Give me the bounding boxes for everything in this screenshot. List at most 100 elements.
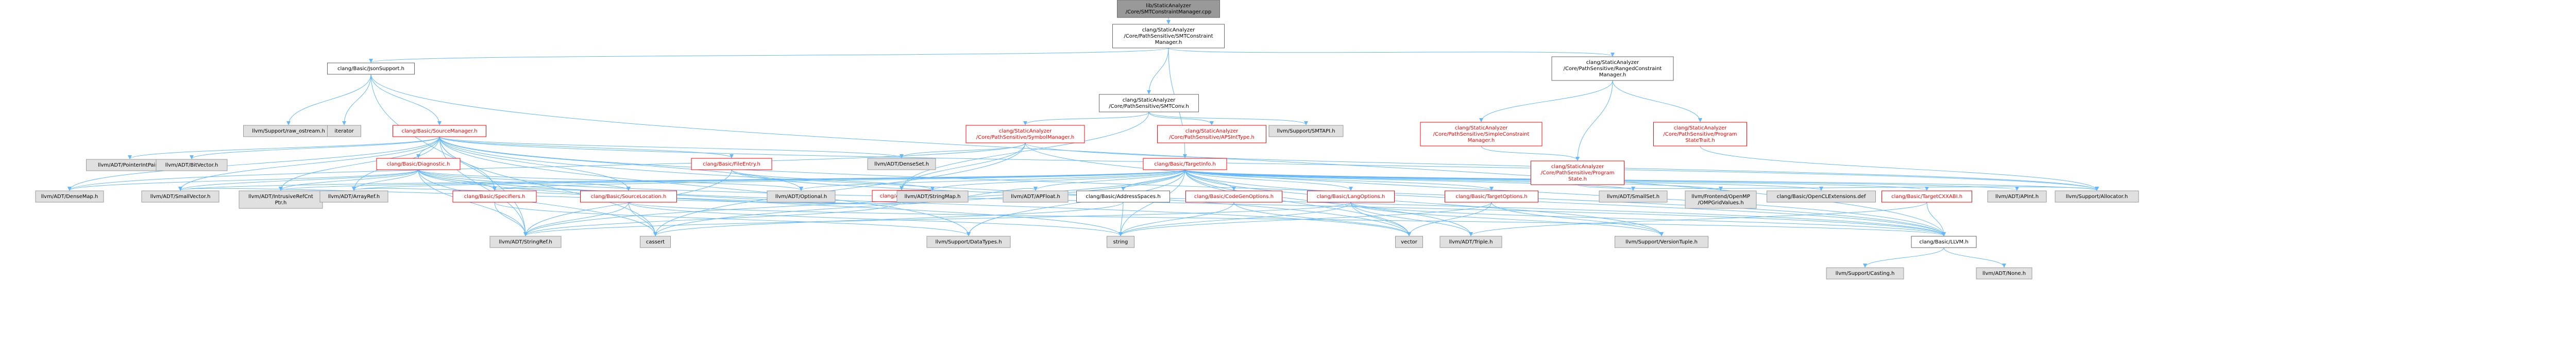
- node-iterator[interactable]: iterator: [327, 125, 361, 137]
- edge-sourcemgr-to-bitvector: [190, 136, 440, 159]
- node-box: [319, 190, 388, 203]
- edge-symbolmgr-to-densetset: [900, 142, 1026, 158]
- node-label-line: clang/Basic/AddressSpaces.h: [1086, 194, 1160, 200]
- edge-sourceloc-to-cassert: [628, 202, 657, 236]
- edge-jsonsupport-to-llvmh: [370, 74, 1946, 236]
- node-progstatetrait[interactable]: clang/StaticAnalyzer/Core/PathSensitive/…: [1653, 122, 1747, 146]
- node-label-line: llvm/ADT/ArrayRef.h: [328, 194, 380, 200]
- node-specifiers[interactable]: clang/Basic/Specifiers.h: [452, 190, 537, 203]
- node-sourcemgr[interactable]: clang/Basic/SourceManager.h: [393, 125, 486, 137]
- node-label-line: llvm/ADT/StringRef.h: [499, 239, 552, 245]
- node-label-line: clang/Basic/TargetCXXABI.h: [1891, 194, 1962, 200]
- edge-targetinfo-to-targetopts: [1184, 169, 1494, 191]
- edge-targetinfo-to-stringmap: [930, 169, 1185, 191]
- edge-sourcemgr-to-allocator: [439, 136, 2099, 191]
- node-label-line: /Core/PathSensitive/SymbolManager.h: [976, 135, 1075, 140]
- node-symbolmgr[interactable]: clang/StaticAnalyzer/Core/PathSensitive/…: [965, 125, 1085, 143]
- node-label-line: State.h: [1568, 176, 1587, 182]
- edge-targetinfo-to-cassert: [653, 169, 1185, 236]
- node-allocator[interactable]: llvm/Support/Allocator.h: [2055, 190, 2139, 203]
- node-datatypes[interactable]: llvm/Support/DataTypes.h: [926, 236, 1011, 248]
- node-bitvector[interactable]: llvm/ADT/BitVector.h: [156, 159, 228, 171]
- node-smallvector[interactable]: llvm/ADT/SmallVector.h: [141, 190, 219, 203]
- node-smtcm[interactable]: clang/StaticAnalyzer/Core/PathSensitive/…: [1112, 24, 1225, 48]
- node-label-line: /Core/PathSensitive/RangedConstraint: [1564, 66, 1662, 72]
- node-smtapi[interactable]: llvm/Support/SMTAPI.h: [1268, 125, 1344, 137]
- node-box: [156, 159, 228, 171]
- edge-targetinfo-to-optional: [799, 169, 1185, 191]
- edge-symbolmgr-to-densemap: [67, 142, 1026, 191]
- node-label-line: clang/Basic/TargetOptions.h: [1455, 194, 1527, 200]
- node-codegenopts[interactable]: clang/Basic/CodeGenOptions.h: [1185, 190, 1282, 203]
- node-label-line: llvm/ADT/IntrusiveRefCnt: [248, 194, 313, 200]
- node-box: [1551, 56, 1674, 81]
- node-stringmap[interactable]: llvm/ADT/StringMap.h: [896, 190, 969, 203]
- node-label-line: clang/Basic/SourceLocation.h: [591, 194, 666, 200]
- node-jsonsupport[interactable]: clang/Basic/JsonSupport.h: [327, 62, 415, 75]
- edge-langopts-to-llvmh: [1350, 202, 1946, 236]
- node-densetset[interactable]: llvm/ADT/DenseSet.h: [867, 158, 936, 170]
- node-vector[interactable]: vector: [1395, 236, 1423, 248]
- node-string[interactable]: string: [1107, 236, 1134, 248]
- node-llvmh[interactable]: clang/Basic/LLVM.h: [1911, 236, 1977, 248]
- node-aptype[interactable]: clang/StaticAnalyzer/Core/PathSensitive/…: [1157, 125, 1266, 143]
- edge-rangedcm-to-simplecm: [1479, 80, 1613, 122]
- node-smtconv[interactable]: clang/StaticAnalyzer/Core/PathSensitive/…: [1099, 94, 1199, 112]
- node-box: [1076, 190, 1170, 203]
- node-label-line: clang/StaticAnalyzer: [1455, 125, 1508, 131]
- nodes-layer: lib/StaticAnalyzer/Core/SMTConstraintMan…: [35, 0, 2139, 280]
- edge-targetinfo-to-openclext: [1184, 169, 1823, 191]
- edge-sourceloc-to-string: [628, 202, 1123, 236]
- node-arrayref[interactable]: llvm/ADT/ArrayRef.h: [319, 190, 388, 203]
- node-versiontuple[interactable]: llvm/Support/VersionTuple.h: [1615, 236, 1708, 248]
- node-optional[interactable]: llvm/ADT/Optional.h: [767, 190, 836, 203]
- node-box: [1615, 236, 1708, 248]
- node-diagnostic[interactable]: clang/Basic/Diagnostic.h: [376, 158, 461, 170]
- node-label-line: lib/StaticAnalyzer: [1146, 3, 1191, 9]
- node-label-line: string: [1113, 239, 1128, 245]
- node-box: [965, 125, 1085, 143]
- node-none[interactable]: llvm/ADT/None.h: [1976, 267, 2032, 280]
- node-rawostream[interactable]: llvm/Support/raw_ostream.h: [243, 125, 334, 137]
- node-sourceloc[interactable]: clang/Basic/SourceLocation.h: [580, 190, 677, 203]
- edge-astexpr-to-specifiers: [493, 186, 902, 204]
- node-label-line: clang/Basic/Diagnostic.h: [387, 161, 450, 167]
- node-targetopts[interactable]: clang/Basic/TargetOptions.h: [1445, 190, 1538, 203]
- node-smallset[interactable]: llvm/ADT/SmallSet.h: [1599, 190, 1668, 203]
- edges-layer: [67, 18, 2099, 268]
- node-targetinfo[interactable]: clang/Basic/TargetInfo.h: [1143, 158, 1227, 170]
- node-progstate[interactable]: clang/StaticAnalyzer/Core/PathSensitive/…: [1531, 160, 1624, 185]
- node-label-line: llvm/ADT/None.h: [1982, 271, 2026, 276]
- node-box: [1653, 122, 1747, 146]
- node-openmp[interactable]: llvm/Frontend/OpenMP/OMPGridValues.h: [1685, 190, 1757, 209]
- edge-sourcemgr-to-ptrintpair: [128, 136, 440, 159]
- node-rangedcm[interactable]: clang/StaticAnalyzer/Core/PathSensitive/…: [1551, 56, 1674, 81]
- node-targetcxxabi[interactable]: clang/Basic/TargetCXXABI.h: [1882, 190, 1972, 203]
- node-box: [1099, 94, 1199, 112]
- edge-sourcemgr-to-cassert: [439, 136, 657, 236]
- node-box: [580, 190, 677, 203]
- node-box: [1112, 24, 1225, 48]
- node-stringref[interactable]: llvm/ADT/StringRef.h: [489, 236, 562, 248]
- node-fileentry[interactable]: clang/Basic/FileEntry.h: [691, 158, 772, 170]
- node-densemap[interactable]: llvm/ADT/DenseMap.h: [35, 190, 104, 203]
- node-box: [1003, 190, 1069, 203]
- node-simplecm[interactable]: clang/StaticAnalyzer/Core/PathSensitive/…: [1420, 122, 1543, 146]
- node-label-line: /OMPGridValues.h: [1698, 200, 1743, 206]
- edge-diagnostic-to-smallvector: [178, 169, 419, 191]
- node-langopts[interactable]: clang/Basic/LangOptions.h: [1307, 190, 1395, 203]
- node-apfloat[interactable]: llvm/ADT/APFloat.h: [1003, 190, 1069, 203]
- node-cassert[interactable]: cassert: [640, 236, 671, 248]
- node-triple[interactable]: llvm/ADT/Triple.h: [1439, 236, 1502, 248]
- node-box: [1826, 267, 1904, 280]
- node-openclext[interactable]: clang/Basic/OpenCLExtensions.def: [1767, 190, 1876, 203]
- node-label-line: clang/Basic/SourceManager.h: [401, 128, 477, 134]
- node-label-line: Manager.h: [1155, 40, 1182, 45]
- node-label-line: StateTrait.h: [1685, 138, 1715, 143]
- edge-rangedcm-to-progstatetrait: [1612, 80, 1702, 122]
- node-box: [1307, 190, 1395, 203]
- node-addrspaces[interactable]: clang/Basic/AddressSpaces.h: [1076, 190, 1170, 203]
- node-casting[interactable]: llvm/Support/Casting.h: [1826, 267, 1904, 280]
- node-apint[interactable]: llvm/ADT/APInt.h: [1987, 190, 2047, 203]
